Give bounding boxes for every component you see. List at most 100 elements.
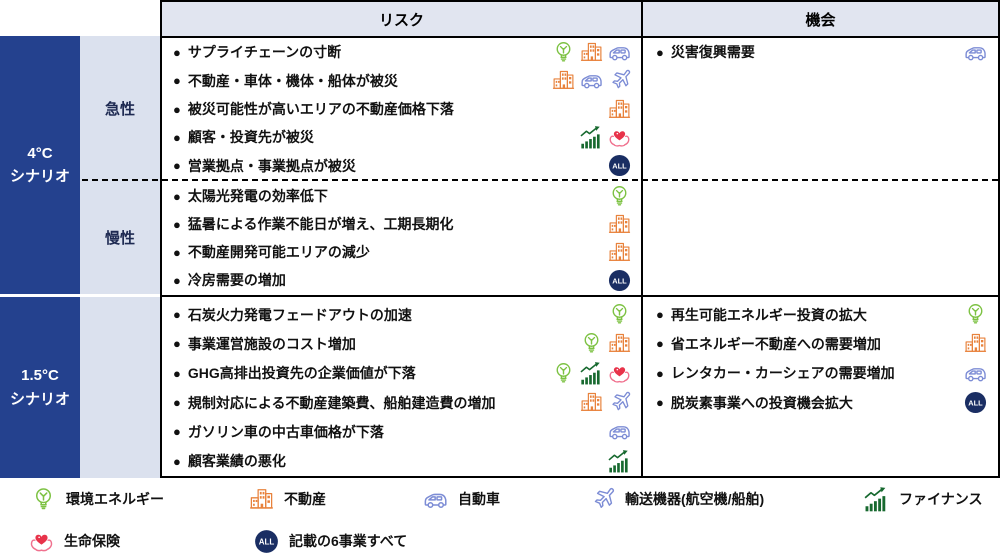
table-row: ●再生可能エネルギー投資の拡大 bbox=[647, 300, 996, 329]
automobile-icon bbox=[963, 361, 988, 386]
all-businesses-icon bbox=[607, 268, 632, 293]
real-estate-icon bbox=[551, 68, 576, 93]
table-row: ●営業拠点・事業拠点が被災 bbox=[164, 152, 640, 180]
row-icons bbox=[607, 240, 632, 265]
table-row: ●事業運営施設のコスト増加 bbox=[164, 329, 640, 358]
legend-item-environment-energy: 環境エネルギー bbox=[30, 484, 164, 514]
legend-label-all-businesses: 記載の6事業すべて bbox=[289, 533, 408, 549]
legend-label-real-estate: 不動産 bbox=[284, 491, 326, 507]
risk-column-header: リスク bbox=[162, 2, 641, 38]
legend-all-icon-slot bbox=[253, 528, 280, 555]
legend-aircraft-icon-slot bbox=[589, 486, 616, 513]
row-icons bbox=[963, 361, 988, 386]
real-estate-icon bbox=[579, 40, 604, 65]
scenario-4c-cell: 4°C シナリオ bbox=[0, 36, 80, 294]
life-insurance-icon bbox=[28, 528, 55, 555]
row-text: 災害復興需要 bbox=[670, 44, 755, 61]
real-estate-icon bbox=[248, 486, 275, 513]
bullet-icon: ● bbox=[173, 44, 181, 60]
acute-chronic-dashed-divider bbox=[82, 179, 998, 181]
environment-energy-icon bbox=[551, 361, 576, 386]
row-icons bbox=[963, 302, 988, 327]
risk-list-4c-acute: ●サプライチェーンの寸断●不動産・車体・機体・船体が被災●被災可能性が高いエリア… bbox=[164, 38, 640, 180]
row-text: 不動産開発可能エリアの減少 bbox=[187, 244, 370, 260]
table-row: ●太陽光発電の効率低下 bbox=[164, 182, 640, 210]
real-estate-icon bbox=[963, 331, 988, 356]
bullet-icon: ● bbox=[173, 365, 181, 381]
table-row: ●ガソリン車の中古車価格が下落 bbox=[164, 417, 640, 446]
row-icons bbox=[551, 361, 632, 386]
row-icons bbox=[607, 184, 632, 209]
row-icons bbox=[607, 419, 632, 444]
real-estate-icon bbox=[607, 331, 632, 356]
table-row: ●規制対応による不動産建築費、船舶建造費の増加 bbox=[164, 388, 640, 417]
legend-realestate-icon-slot bbox=[248, 486, 275, 513]
all-businesses-icon bbox=[963, 390, 988, 415]
scenario-15c-line2: シナリオ bbox=[9, 390, 70, 408]
bullet-icon: ● bbox=[173, 73, 181, 89]
bullet-icon: ● bbox=[656, 336, 664, 352]
risk-list-15c: ●石炭火力発電フェードアウトの加速●事業運営施設のコスト増加●GHG高排出投資先… bbox=[164, 300, 640, 476]
row-text: GHG高排出投資先の企業価値が下落 bbox=[187, 365, 416, 382]
scenario-15c-cell: 1.5°C シナリオ bbox=[0, 297, 80, 478]
legend-item-life-insurance: 生命保険 bbox=[28, 526, 120, 556]
real-estate-icon bbox=[579, 390, 604, 415]
table-row: ●猛暑による作業不能日が増え、工期長期化 bbox=[164, 210, 640, 238]
legend-item-all-businesses: 記載の6事業すべて bbox=[253, 526, 407, 556]
all-businesses-icon bbox=[607, 153, 632, 178]
opportunity-list-4c: ●災害復興需要 bbox=[647, 38, 996, 180]
legend-label-finance: ファイナンス bbox=[899, 491, 983, 507]
table-row: ● 冷房需要の増加 bbox=[164, 266, 640, 294]
bullet-icon: ● bbox=[173, 244, 181, 260]
legend-item-automobile: 自動車 bbox=[422, 484, 500, 514]
bullet-icon: ● bbox=[173, 101, 181, 117]
automobile-icon bbox=[963, 40, 988, 65]
environment-energy-icon bbox=[551, 40, 576, 65]
opportunity-list-15c: ●再生可能エネルギー投資の拡大●省エネルギー不動産への需要増加●レンタカー・カー… bbox=[647, 300, 996, 476]
row-icons bbox=[607, 153, 632, 178]
all-businesses-icon bbox=[253, 528, 280, 555]
bullet-icon: ● bbox=[173, 272, 181, 288]
bullet-icon: ● bbox=[173, 424, 181, 440]
row-text: 猛暑による作業不能日が増え、工期長期化 bbox=[187, 216, 454, 232]
bullet-icon: ● bbox=[173, 188, 181, 204]
type-label-chronic: 慢性 bbox=[104, 229, 135, 247]
legend-label-automobile: 自動車 bbox=[458, 491, 500, 507]
row-icons bbox=[607, 449, 632, 474]
type-column-4c-background bbox=[80, 36, 160, 294]
bullet-icon: ● bbox=[656, 365, 664, 381]
legend-finance-icon-slot bbox=[863, 486, 890, 513]
row-icons bbox=[963, 390, 988, 415]
row-text: 被災可能性が高いエリアの不動産価格下落 bbox=[187, 101, 454, 118]
row-icons bbox=[607, 212, 632, 237]
table-row: ● 不動産開発可能エリアの減少 bbox=[164, 238, 640, 266]
table-row: ● GHG高排出投資先の企業価値が下落 bbox=[164, 359, 640, 388]
table-row: ●顧客業績の悪化 bbox=[164, 447, 640, 476]
environment-energy-icon bbox=[579, 331, 604, 356]
row-icons bbox=[963, 331, 988, 356]
life-insurance-icon bbox=[607, 361, 632, 386]
row-icons bbox=[963, 40, 988, 65]
opportunity-column-header: 機会 bbox=[643, 2, 998, 38]
row-text: サプライチェーンの寸断 bbox=[187, 44, 342, 61]
legend-label-transport-equipment: 輸送機器(航空機/船舶) bbox=[625, 491, 765, 507]
opportunity-column-panel: 機会 bbox=[643, 0, 1000, 478]
table-row: ●脱炭素事業への投資機会拡大 bbox=[647, 388, 996, 417]
row-icons bbox=[579, 331, 632, 356]
table-row: ●レンタカー・カーシェアの需要増加 bbox=[647, 359, 996, 388]
bullet-icon: ● bbox=[173, 129, 181, 145]
transport-equipment-icon bbox=[607, 390, 632, 415]
row-text: 冷房需要の増加 bbox=[187, 272, 286, 288]
bullet-icon: ● bbox=[173, 336, 181, 352]
row-icons bbox=[607, 302, 632, 327]
real-estate-icon bbox=[607, 240, 632, 265]
table-row: ●石炭火力発電フェードアウトの加速 bbox=[164, 300, 640, 329]
bullet-icon: ● bbox=[656, 307, 664, 323]
bullet-icon: ● bbox=[173, 395, 181, 411]
legend-insurance-icon-slot bbox=[28, 528, 55, 555]
row-text: 脱炭素事業への投資機会拡大 bbox=[670, 394, 853, 411]
row-icons bbox=[579, 390, 632, 415]
table-row: ● 被災可能性が高いエリアの不動産価格下落 bbox=[164, 95, 640, 123]
row-text: 石炭火力発電フェードアウトの加速 bbox=[187, 306, 412, 323]
row-icons bbox=[607, 97, 632, 122]
